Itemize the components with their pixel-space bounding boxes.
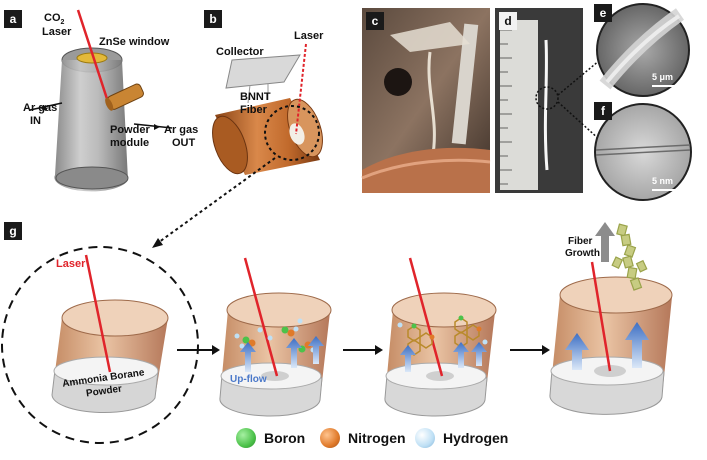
label-bnnt-1: BNNT (240, 91, 271, 103)
laser-beam-a (76, 9, 112, 109)
powder-module (105, 83, 144, 111)
panel-a-reactor (29, 9, 173, 192)
legend-nitrogen: Nitrogen (320, 428, 406, 448)
panel-e-sem (596, 3, 690, 97)
panel-c-photo (361, 8, 491, 193)
scale-label-f: 5 nm (652, 176, 674, 186)
panel-tag-a: a (4, 10, 22, 28)
legend-label-hydrogen: Hydrogen (443, 430, 509, 446)
panel-tag-b: b (204, 10, 222, 28)
panel-tag-g: g (4, 222, 22, 240)
panel-g-step1 (1, 246, 199, 444)
laser-beam-g1 (84, 254, 112, 373)
panel-d-photo (495, 8, 583, 193)
label-upflow: Up-flow (230, 374, 267, 385)
label-laser-g: Laser (56, 258, 86, 270)
label-laser-a: Laser (42, 26, 72, 38)
label-collector: Collector (216, 46, 264, 58)
label-ar-out-1: Ar gas (164, 124, 199, 136)
panel-tag-f: f (594, 102, 612, 120)
panel-tag-c: c (366, 12, 384, 30)
molecules-step2 (234, 318, 316, 353)
zoom-circle-d (535, 86, 559, 110)
fiber-growth (611, 223, 648, 291)
zoom-circle-b (264, 105, 320, 161)
panel-g-step3 (384, 257, 497, 417)
legend-boron: Boron (236, 428, 305, 448)
zoom-circle-g (1, 246, 199, 444)
label-co2: CO2 (44, 12, 65, 27)
label-ar-in-1: Ar gas (23, 102, 58, 114)
laser-beam-g2 (243, 257, 279, 377)
label-znse-window: ZnSe window (99, 36, 170, 48)
panel-tag-d: d (499, 12, 517, 30)
label-powder-1: Powder (110, 124, 150, 136)
label-fiber-growth-1: Fiber (568, 236, 593, 247)
panel-f-tem (594, 103, 692, 201)
panel-g-step2 (219, 257, 332, 417)
legend-label-boron: Boron (264, 430, 306, 446)
panel-tag-e: e (594, 4, 612, 22)
legend-label-nitrogen: Nitrogen (348, 430, 406, 446)
growth-arrow (595, 222, 615, 262)
label-powder-2: module (110, 137, 150, 149)
laser-beam-g3 (408, 257, 444, 377)
label-ar-out-2: OUT (172, 137, 196, 149)
label-fiber-growth-2: Growth (565, 248, 600, 259)
panel-g-step4 (549, 222, 673, 415)
boron-dot-icon (236, 428, 256, 448)
scale-label-e: 5 μm (652, 72, 674, 82)
nitrogen-dot-icon (320, 428, 340, 448)
legend-hydrogen: Hydrogen (415, 428, 508, 448)
laser-beam-g4 (590, 261, 612, 372)
label-ar-in-2: IN (30, 115, 41, 127)
laser-beam-b (295, 43, 307, 135)
label-bnnt-2: Fiber (240, 104, 267, 116)
panel-b-collector (212, 43, 323, 175)
hydrogen-dot-icon (415, 428, 435, 448)
label-laser-b: Laser (294, 30, 324, 42)
